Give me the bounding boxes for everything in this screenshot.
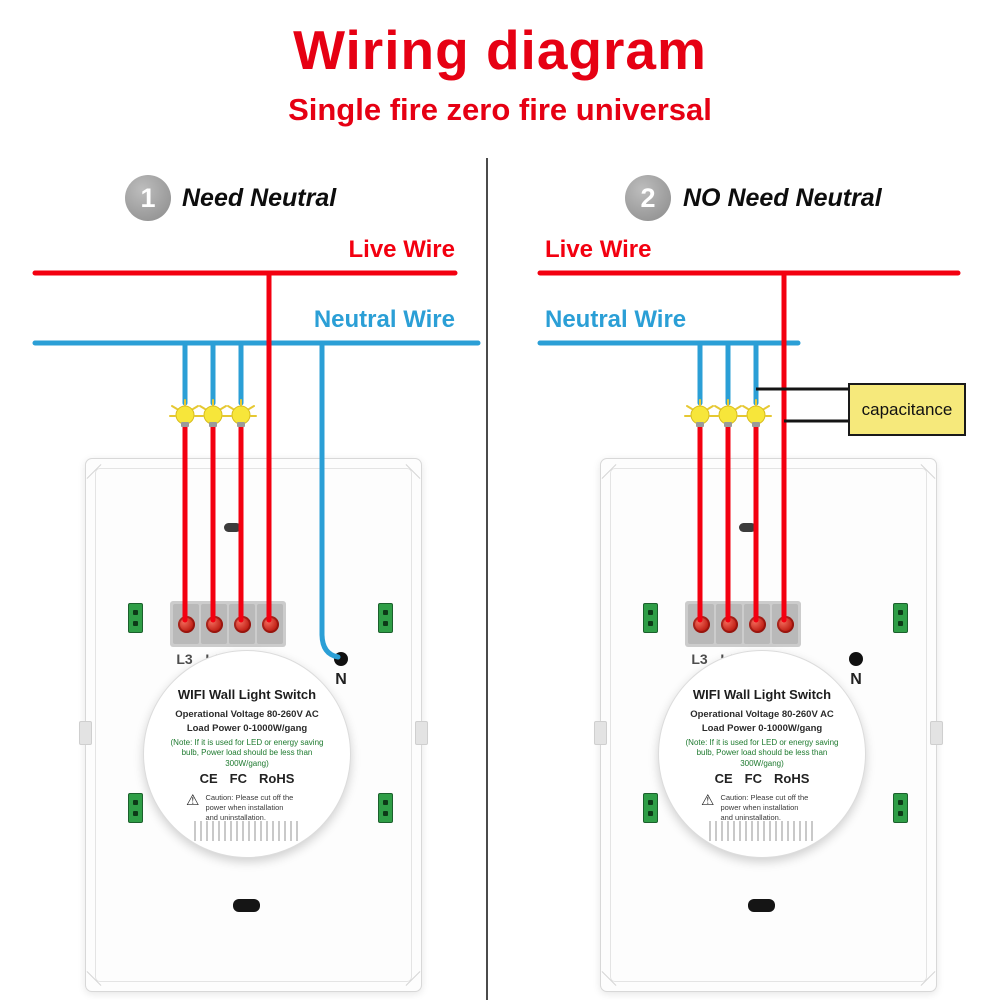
module-note: (Note: If it is used for LED or energy s… [685, 738, 839, 768]
caution-block: ⚠ Caution: Please cut off the power when… [186, 793, 316, 823]
green-terminal-block [893, 603, 908, 633]
page-title: Wiring diagram [293, 19, 707, 81]
mounting-tab [930, 721, 943, 745]
bulb-icon [712, 399, 744, 428]
terminal-label-l3: L3 [691, 651, 708, 667]
green-terminal-block [643, 603, 658, 633]
mounting-tab [594, 721, 607, 745]
wall-switch-device-right: L3 L2 L1 L N WIFI Wall Light Switch Oper… [594, 458, 943, 992]
mounting-tab [79, 721, 92, 745]
rohs-mark: RoHS [259, 771, 295, 786]
faceplate-frame [610, 468, 927, 982]
module-note: (Note: If it is used for LED or energy s… [170, 738, 324, 768]
live-wire-label-left: Live Wire [348, 236, 456, 263]
mounting-tab [415, 721, 428, 745]
bulb-icon [225, 399, 257, 428]
switch-module-circle: WIFI Wall Light Switch Operational Volta… [143, 650, 351, 858]
bulb-icon [740, 399, 772, 428]
section-1-badge: 1 [125, 175, 171, 221]
certification-marks: CE FC RoHS [659, 771, 865, 786]
neutral-wire-label-right: Neutral Wire [545, 306, 687, 333]
terminal-slot [772, 604, 798, 644]
reset-button [233, 899, 260, 912]
sensor-indicator [739, 523, 756, 532]
neutral-wire-label-left: Neutral Wire [313, 306, 455, 333]
green-terminal-block [128, 793, 143, 823]
green-terminal-block [128, 603, 143, 633]
faceplate-frame [95, 468, 412, 982]
wall-switch-device-left: L3 L2 L1 L N WIFI Wall Light Switch Oper… [79, 458, 428, 992]
terminal-screw [177, 615, 195, 633]
section-divider [486, 158, 488, 1000]
module-spec-voltage: Operational Voltage 80-260V AC [175, 709, 319, 720]
warning-icon: ⚠ [186, 792, 200, 809]
green-terminal-block [378, 793, 393, 823]
neutral-terminal-label: N [850, 671, 862, 688]
neutral-terminal-label: N [335, 671, 347, 688]
module-spec-power: Load Power 0-1000W/gang [186, 723, 308, 734]
terminal-label-l3: L3 [176, 651, 193, 667]
caution-block: ⚠ Caution: Please cut off the power when… [701, 793, 831, 823]
bulb-icon [197, 399, 229, 428]
terminal-slot [173, 604, 199, 644]
terminal-screw [261, 615, 279, 633]
capacitor-box: capacitance [848, 383, 966, 436]
module-spec-voltage: Operational Voltage 80-260V AC [690, 709, 834, 720]
vent-ribs [194, 821, 300, 841]
neutral-terminal-dot [334, 652, 348, 666]
terminal-slot [716, 604, 742, 644]
terminal-slot [744, 604, 770, 644]
module-name: WIFI Wall Light Switch [692, 687, 832, 702]
neutral-terminal-dot [849, 652, 863, 666]
rohs-mark: RoHS [774, 771, 810, 786]
section-1-label: Need Neutral [182, 184, 337, 212]
terminal-slot [201, 604, 227, 644]
terminal-slot [229, 604, 255, 644]
terminal-strip [170, 601, 286, 647]
vent-ribs [709, 821, 815, 841]
terminal-screw [233, 615, 251, 633]
sensor-indicator [224, 523, 241, 532]
terminal-screw [776, 615, 794, 633]
live-wire-label-right: Live Wire [545, 236, 652, 263]
terminal-screw [748, 615, 766, 633]
section-2-label: NO Need Neutral [683, 184, 882, 212]
bulb-icon [684, 399, 716, 428]
green-terminal-block [643, 793, 658, 823]
module-spec-power: Load Power 0-1000W/gang [701, 723, 823, 734]
terminal-screw [720, 615, 738, 633]
terminal-slot [688, 604, 714, 644]
page-subtitle: Single fire zero fire universal [288, 92, 712, 127]
certification-marks: CE FC RoHS [144, 771, 350, 786]
section-2-badge: 2 [625, 175, 671, 221]
ce-mark: CE [714, 771, 733, 786]
caution-text: Caution: Please cut off the power when i… [720, 793, 809, 823]
terminal-slot [257, 604, 283, 644]
warning-icon: ⚠ [701, 792, 715, 809]
reset-button [748, 899, 775, 912]
terminal-screw [205, 615, 223, 633]
green-terminal-block [893, 793, 908, 823]
ce-mark: CE [199, 771, 218, 786]
caution-text: Caution: Please cut off the power when i… [205, 793, 294, 823]
fc-mark: FC [229, 771, 247, 786]
switch-module-circle: WIFI Wall Light Switch Operational Volta… [658, 650, 866, 858]
module-name: WIFI Wall Light Switch [177, 687, 317, 702]
fc-mark: FC [744, 771, 762, 786]
terminal-strip [685, 601, 801, 647]
terminal-screw [692, 615, 710, 633]
green-terminal-block [378, 603, 393, 633]
bulb-icon [169, 399, 201, 428]
